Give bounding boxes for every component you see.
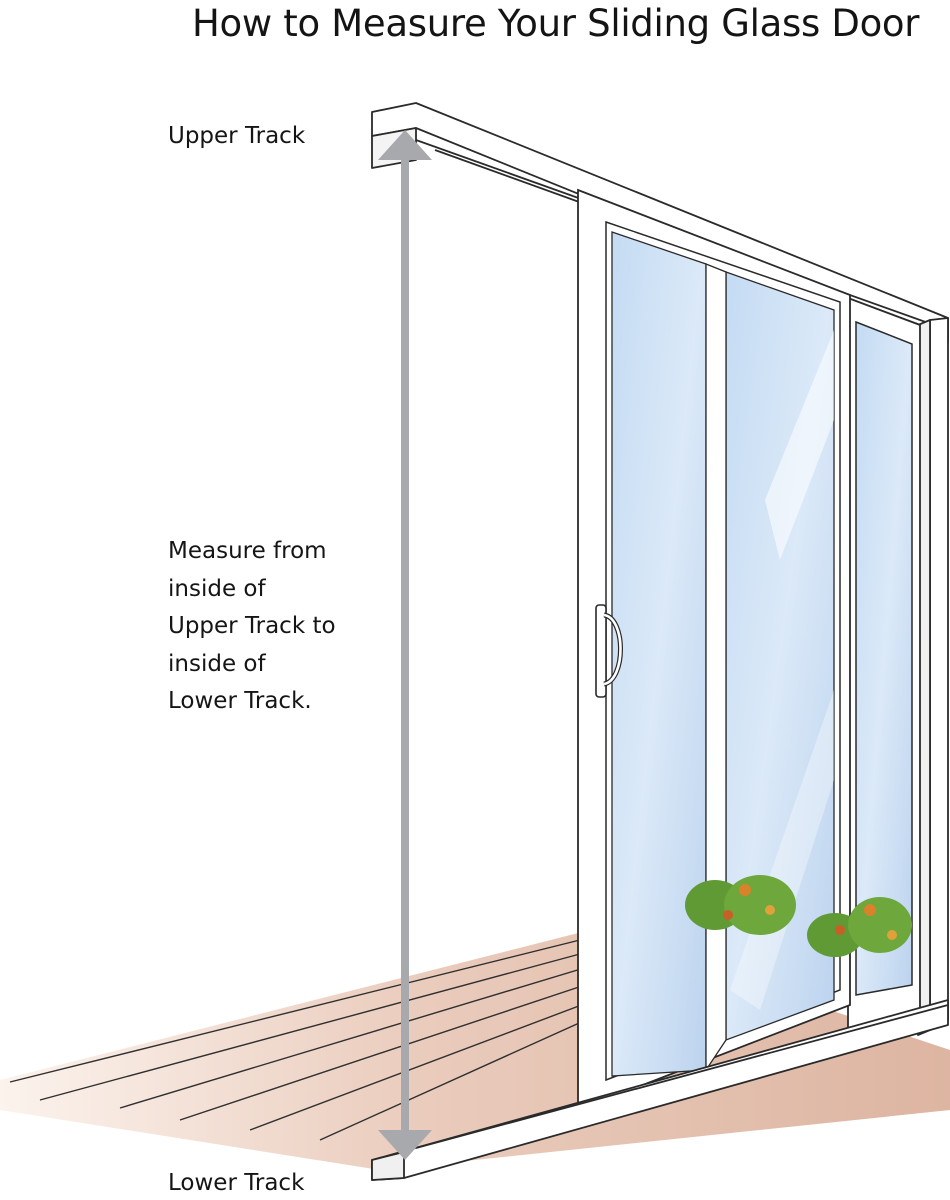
lower-track-label: Lower Track [168,1170,305,1196]
instruction-line: Measure from [168,538,327,564]
instruction-line: inside of [168,575,266,602]
instruction-line: Upper Track to [168,613,336,639]
instruction-line: inside of [168,650,266,677]
instruction-line: Lower Track. [168,688,312,714]
measurement-arrow [378,130,432,1160]
shrubs [685,875,912,957]
upper-track-label: Upper Track [168,123,306,149]
lower-track [371,999,949,1181]
door-handle-icon [595,604,623,698]
sliding-glass-panel [577,188,851,1112]
page-title: How to Measure Your Sliding Glass Door [192,2,920,45]
measurement-instructions: Measure from inside of Upper Track to in… [168,533,336,721]
